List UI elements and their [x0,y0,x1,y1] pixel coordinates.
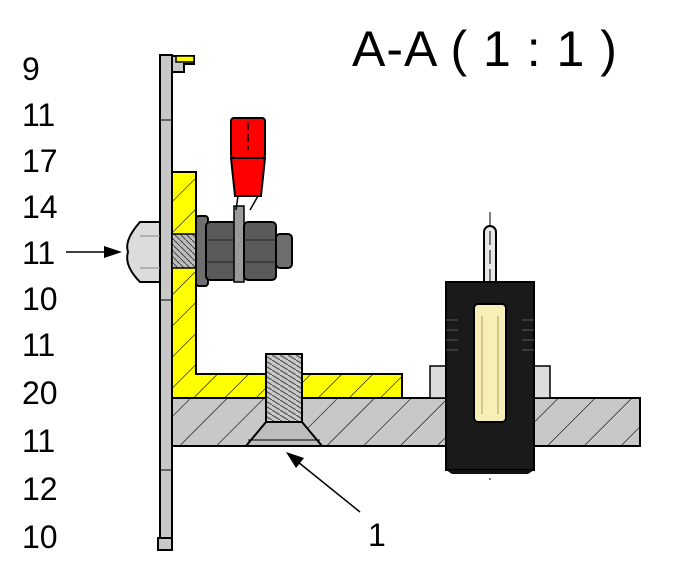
section-title: A-A ( 1 : 1 ) [352,21,618,77]
left-number-list: 9 11 17 14 11 10 11 20 11 12 10 [22,51,58,555]
left-number-2: 11 [22,97,55,133]
left-number-5: 11 [22,235,55,271]
left-number-7: 11 [22,327,55,363]
leader-arrow-icon [66,246,122,258]
left-number-9: 11 [22,423,55,459]
countersunk-screw [243,353,325,447]
left-number-3: 17 [22,143,58,179]
left-number-6: 10 [22,281,58,317]
left-number-1: 9 [22,51,40,87]
red-ring-terminal [229,117,267,211]
side-bolt [126,205,293,287]
panel-connector [429,212,551,480]
left-number-10: 12 [22,471,58,507]
base-plate-section [171,397,641,447]
left-number-8: 20 [22,375,58,411]
left-number-4: 14 [22,189,58,225]
callout-leader-icon [286,452,361,513]
callout-number: 1 [368,517,386,553]
left-number-11: 10 [22,519,58,555]
